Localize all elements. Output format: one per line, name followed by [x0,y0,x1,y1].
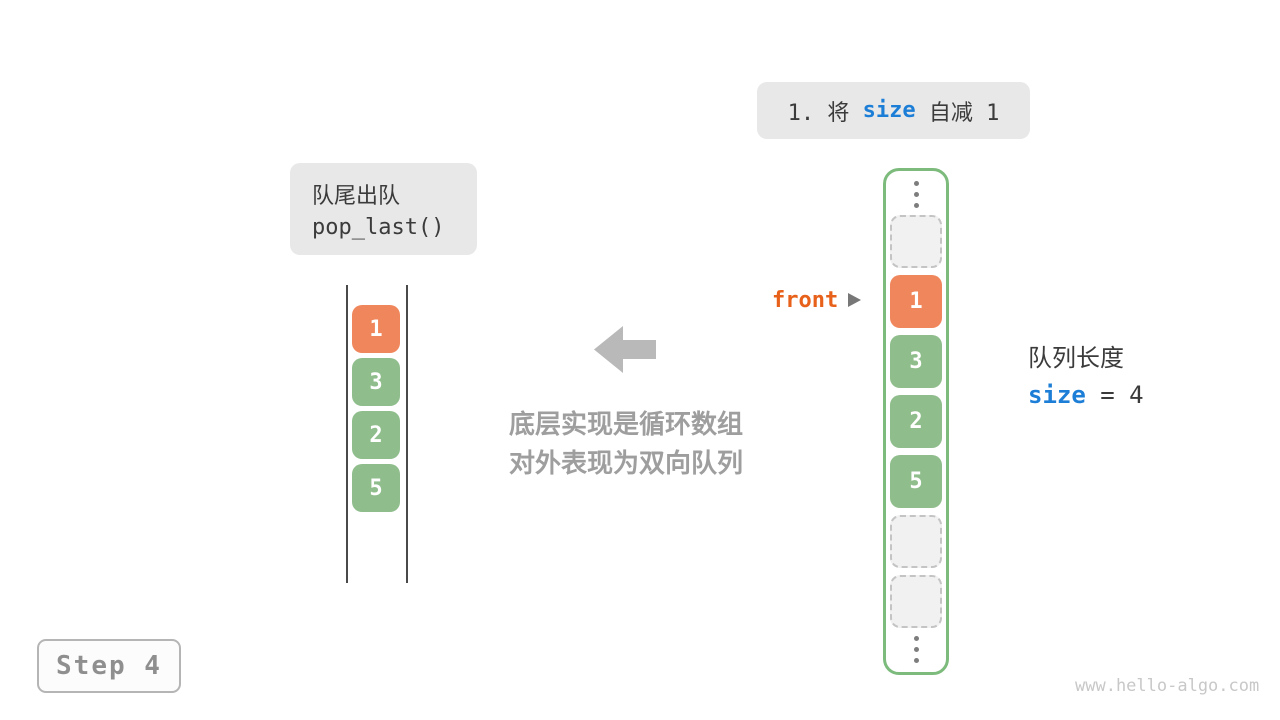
front-pointer-label: front [772,287,839,313]
array-cell: 3 [890,335,942,388]
deque-rail-left [346,285,348,583]
array-cell: 2 [890,395,942,448]
operation-title: 队尾出队 [312,184,401,209]
length-code-size: size [1028,381,1086,409]
note-text: 底层实现是循环数组 对外表现为双向队列 [470,406,782,484]
array-cell: 5 [890,455,942,508]
array-cell-front: 1 [890,275,942,328]
deque-cell: 2 [352,411,400,459]
deque-rail-right [406,285,408,583]
front-arrow-icon [848,293,862,307]
annotation-suffix: 自减 1 [915,100,1000,126]
abstract-deque: 1 3 2 5 [352,305,400,512]
ellipsis-bottom-icon [913,635,919,663]
circular-array: 1 3 2 5 [883,168,949,675]
operation-code: pop_last() [312,215,445,240]
length-suffix: = 4 [1085,381,1144,409]
length-caption-title: 队列长度 [1028,344,1124,372]
operation-box: 队尾出队 pop_last() [290,163,477,255]
deque-cell: 5 [352,464,400,512]
ellipsis-top-icon [913,180,919,208]
note-line2: 对外表现为双向队列 [508,449,743,479]
length-caption: 队列长度 size = 4 [1028,340,1144,414]
step-badge: Step 4 [37,639,181,693]
deque-cell: 3 [352,358,400,406]
length-caption-value: size = 4 [1028,377,1144,414]
note-line1: 底层实现是循环数组 [508,410,743,440]
deque-cell-front: 1 [352,305,400,353]
step-annotation-box: 1. 将 size 自减 1 [757,82,1030,139]
empty-slot [890,515,942,568]
front-pointer: front [772,286,862,314]
annotation-code-size: size [862,98,916,123]
watermark: www.hello-algo.com [1075,676,1260,696]
annotation-prefix: 1. 将 [787,100,863,126]
left-arrow-icon [594,326,656,373]
empty-slot [890,575,942,628]
empty-slot [890,215,942,268]
